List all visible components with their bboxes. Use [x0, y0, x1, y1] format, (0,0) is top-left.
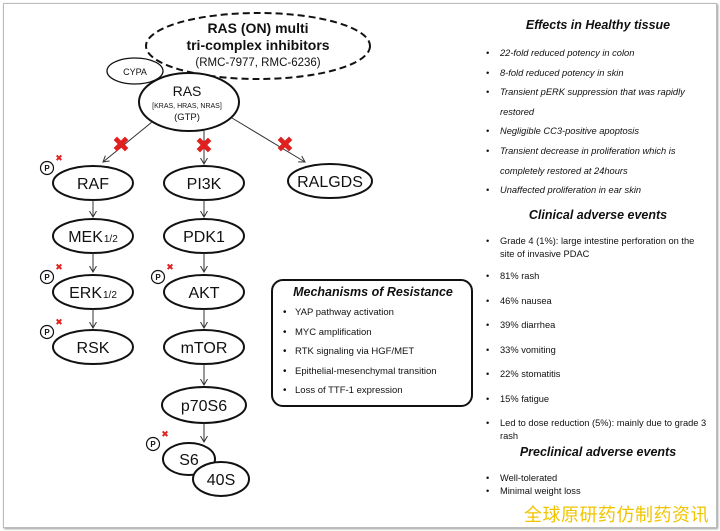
pi3k-node: PI3K [163, 165, 245, 201]
healthy-tissue-list: 22-fold reduced potency in colon 8-fold … [483, 44, 711, 201]
clinical-item: 33% vomiting [483, 344, 711, 357]
ras-node: RAS [KRAS, HRAS, NRAS] (GTP) [138, 72, 240, 132]
svg-text:AKT: AKT [188, 285, 219, 302]
phospho-rsk: P ✖ [39, 317, 63, 340]
clinical-list: Grade 4 (1%): large intestine perforatio… [483, 235, 711, 442]
resistance-item: MYC amplification [283, 323, 463, 343]
healthy-effect-item: Transient decrease in proliferation whic… [483, 142, 711, 181]
healthy-tissue-heading: Effects in Healthy tissue [525, 18, 671, 32]
mek-node: MEK1/2 [52, 218, 134, 254]
mtor-node: mTOR [163, 329, 245, 365]
raf-node: RAF [52, 165, 134, 201]
healthy-effect-item: 8-fold reduced potency in skin [483, 64, 711, 84]
inhibit-mark-ralgds: ✖ [276, 132, 294, 157]
clinical-item: 22% stomatitis [483, 368, 711, 381]
preclinical-item: Minimal weight loss [483, 485, 711, 498]
ras-isoforms: [KRAS, HRAS, NRAS] [152, 103, 222, 110]
svg-text:✖: ✖ [55, 317, 63, 327]
clinical-item: 39% diarrhea [483, 319, 711, 332]
phospho-s6: P ✖ [145, 429, 169, 452]
healthy-effect-item: 22-fold reduced potency in colon [483, 44, 711, 64]
svg-text:mTOR: mTOR [181, 340, 228, 357]
svg-text:MEK1/2: MEK1/2 [68, 229, 118, 246]
watermark: 全球原研药仿制药资讯 [524, 505, 709, 526]
clinical-item: Grade 4 (1%): large intestine perforatio… [483, 235, 711, 260]
healthy-effect-item: Unaffected proliferation in ear skin [483, 181, 711, 201]
phospho-raf: P ✖ [39, 153, 63, 176]
inhibit-mark-raf: ✖ [112, 132, 130, 157]
rsk-node: RSK [52, 329, 134, 365]
pdk1-node: PDK1 [163, 218, 245, 254]
svg-text:p70S6: p70S6 [181, 398, 227, 415]
svg-text:RSK: RSK [77, 340, 110, 357]
resistance-item: YAP pathway activation [283, 303, 463, 323]
resistance-item: RTK signaling via HGF/MET [283, 342, 463, 362]
svg-text:CYPA: CYPA [123, 67, 147, 77]
healthy-effect-item: Negligible CC3-positive apoptosis [483, 122, 711, 142]
svg-text:ERK1/2: ERK1/2 [69, 285, 117, 302]
resistance-list: YAP pathway activation MYC amplification… [283, 303, 463, 401]
resistance-item: Epithelial-mesenchymal transition [283, 362, 463, 382]
svg-text:RALGDS: RALGDS [297, 174, 363, 191]
arrow-ras-raf [103, 121, 153, 162]
svg-text:PDK1: PDK1 [183, 229, 225, 246]
akt-node: AKT [163, 274, 245, 310]
svg-text:S6: S6 [179, 452, 199, 469]
ralgds-node: RALGDS [287, 163, 373, 199]
svg-text:✖: ✖ [166, 262, 174, 272]
arrow-ras-ralgds [231, 117, 305, 162]
svg-text:RAF: RAF [77, 176, 109, 193]
inhibitor-compounds: (RMC-7977, RMC-6236) [195, 57, 320, 69]
clinical-item: 46% nausea [483, 295, 711, 308]
p70s6-node: p70S6 [161, 386, 247, 424]
clinical-item: 81% rash [483, 270, 711, 283]
resistance-mechanisms-box: Mechanisms of Resistance YAP pathway act… [271, 279, 473, 407]
clinical-heading: Clinical adverse events [528, 208, 668, 222]
svg-text:✖: ✖ [161, 429, 169, 439]
inhibitor-node: RAS (ON) multi tri-complex inhibitors (R… [145, 12, 371, 80]
healthy-effect-item: Transient pERK suppression that was rapi… [483, 83, 711, 122]
svg-text:P: P [155, 273, 161, 282]
svg-text:P: P [44, 164, 50, 173]
ribosome-40s-node: 40S [192, 461, 250, 497]
preclinical-list: Well-tolerated Minimal weight loss [483, 472, 711, 498]
inhibit-mark-pi3k: ✖ [195, 133, 213, 158]
inhibitor-line2: tri-complex inhibitors [186, 37, 329, 53]
clinical-item: 15% fatigue [483, 393, 711, 406]
inhibitor-line1: RAS (ON) multi [207, 20, 308, 36]
svg-text:PI3K: PI3K [187, 176, 222, 193]
cypa-node: CYPA [106, 57, 164, 85]
svg-text:✖: ✖ [55, 153, 63, 163]
phospho-erk: P ✖ [39, 262, 63, 285]
resistance-item: Loss of TTF-1 expression [283, 381, 463, 401]
svg-text:P: P [44, 328, 50, 337]
clinical-item: Led to dose reduction (5%): mainly due t… [483, 417, 711, 442]
preclinical-item: Well-tolerated [483, 472, 711, 485]
ras-title: RAS [173, 83, 202, 99]
svg-text:✖: ✖ [55, 262, 63, 272]
svg-text:P: P [44, 273, 50, 282]
svg-text:40S: 40S [207, 472, 235, 489]
erk-node: ERK1/2 [52, 274, 134, 310]
svg-text:P: P [150, 440, 156, 449]
preclinical-heading: Preclinical adverse events [519, 445, 677, 459]
phospho-akt: P ✖ [150, 262, 174, 285]
resistance-title: Mechanisms of Resistance [293, 285, 453, 299]
ras-gtp: (GTP) [174, 112, 200, 123]
